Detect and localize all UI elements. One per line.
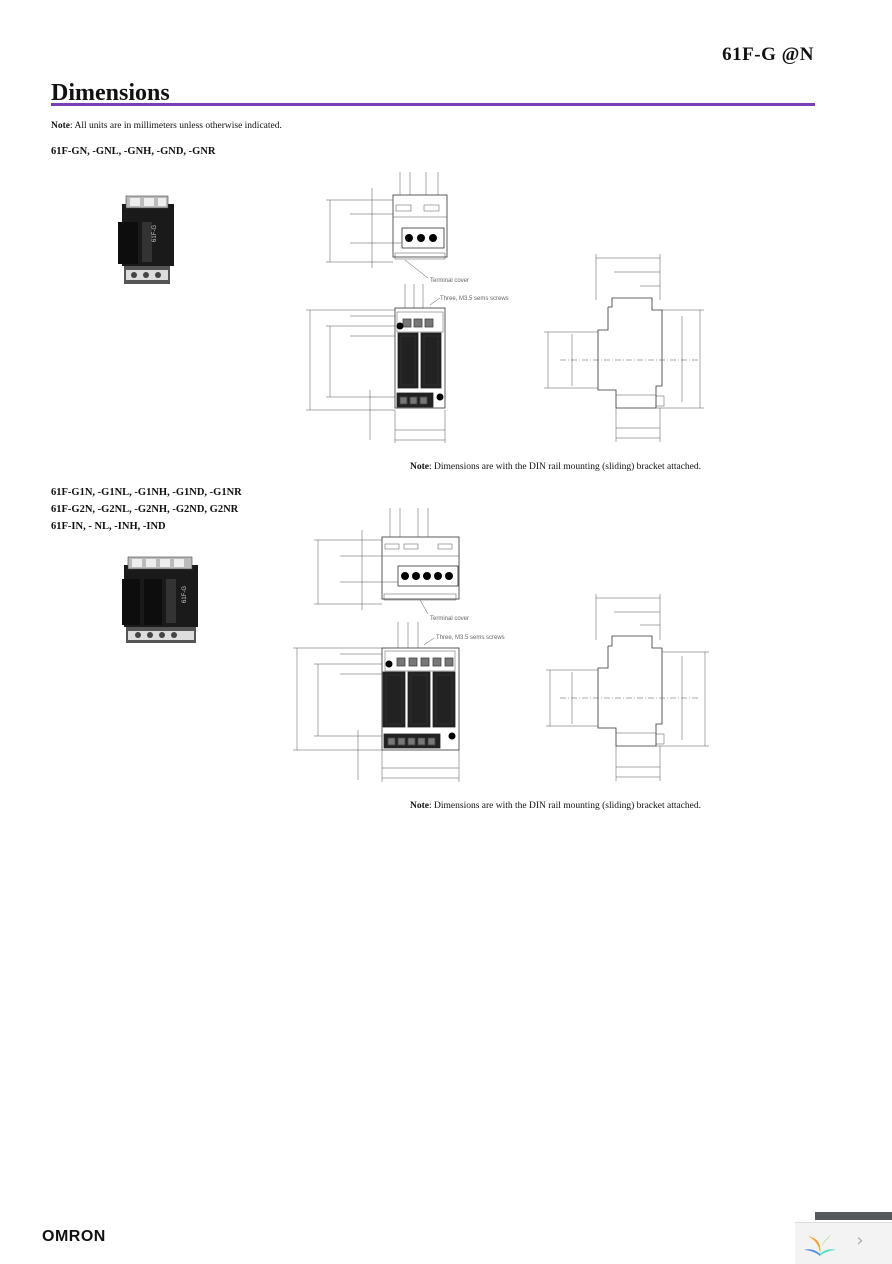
viewer-logo-icon <box>804 1234 836 1256</box>
screws-label-2: Three, M3.5 sems screws <box>436 635 505 641</box>
screws-label-1: Three, M3.5 sems screws <box>440 296 509 302</box>
side-view-1 <box>544 254 704 442</box>
section1-footnote-label: Note <box>410 462 429 472</box>
units-note-text: : All units are in millimeters unless ot… <box>70 121 282 131</box>
section1-footnote-text: : Dimensions are with the DIN rail mount… <box>429 462 701 472</box>
next-page-button[interactable]: › <box>856 1230 864 1251</box>
front-view-1: Three, M3.5 sems screws <box>306 284 509 443</box>
product-photo-single: 61F-G <box>118 195 174 284</box>
page-title: Dimensions <box>51 80 170 106</box>
brand-logo: OMRON <box>42 1228 106 1245</box>
section2-footnote-label: Note <box>410 801 429 811</box>
viewer-nav-panel <box>795 1222 892 1264</box>
terminal-cover-label-1: Terminal cover <box>430 278 469 284</box>
top-view-2: Terminal cover <box>314 508 469 622</box>
top-view-1: Terminal cover <box>326 172 469 284</box>
section1-model-heading: 61F-GN, -GNL, -GNH, -GND, -GNR <box>51 146 216 157</box>
side-view-2 <box>546 594 709 781</box>
svg-text:61F-G: 61F-G <box>182 586 188 603</box>
title-divider <box>51 103 815 106</box>
section2-footnote-text: : Dimensions are with the DIN rail mount… <box>429 801 701 811</box>
section2-model-heading-2: 61F-G2N, -G2NL, -G2NH, -G2ND, G2NR <box>51 504 239 515</box>
section2-footnote: Note: Dimensions are with the DIN rail m… <box>410 801 701 811</box>
section2-model-heading-3: 61F-IN, - NL, -INH, -IND <box>51 521 166 532</box>
terminal-cover-label-2: Terminal cover <box>430 616 469 622</box>
product-photo-double: 61F-G <box>122 556 198 643</box>
section2-model-heading-1: 61F-G1N, -G1NL, -G1NH, -G1ND, -G1NR <box>51 487 242 498</box>
units-note: Note: All units are in millimeters unles… <box>51 121 282 131</box>
viewer-nav-bar <box>815 1212 892 1220</box>
units-note-label: Note <box>51 121 70 131</box>
model-series-code: 61F-G @N <box>722 44 814 65</box>
svg-text:61F-G: 61F-G <box>152 225 158 242</box>
front-view-2: Three, M3.5 sems screws <box>293 622 505 782</box>
section1-footnote: Note: Dimensions are with the DIN rail m… <box>410 462 701 472</box>
